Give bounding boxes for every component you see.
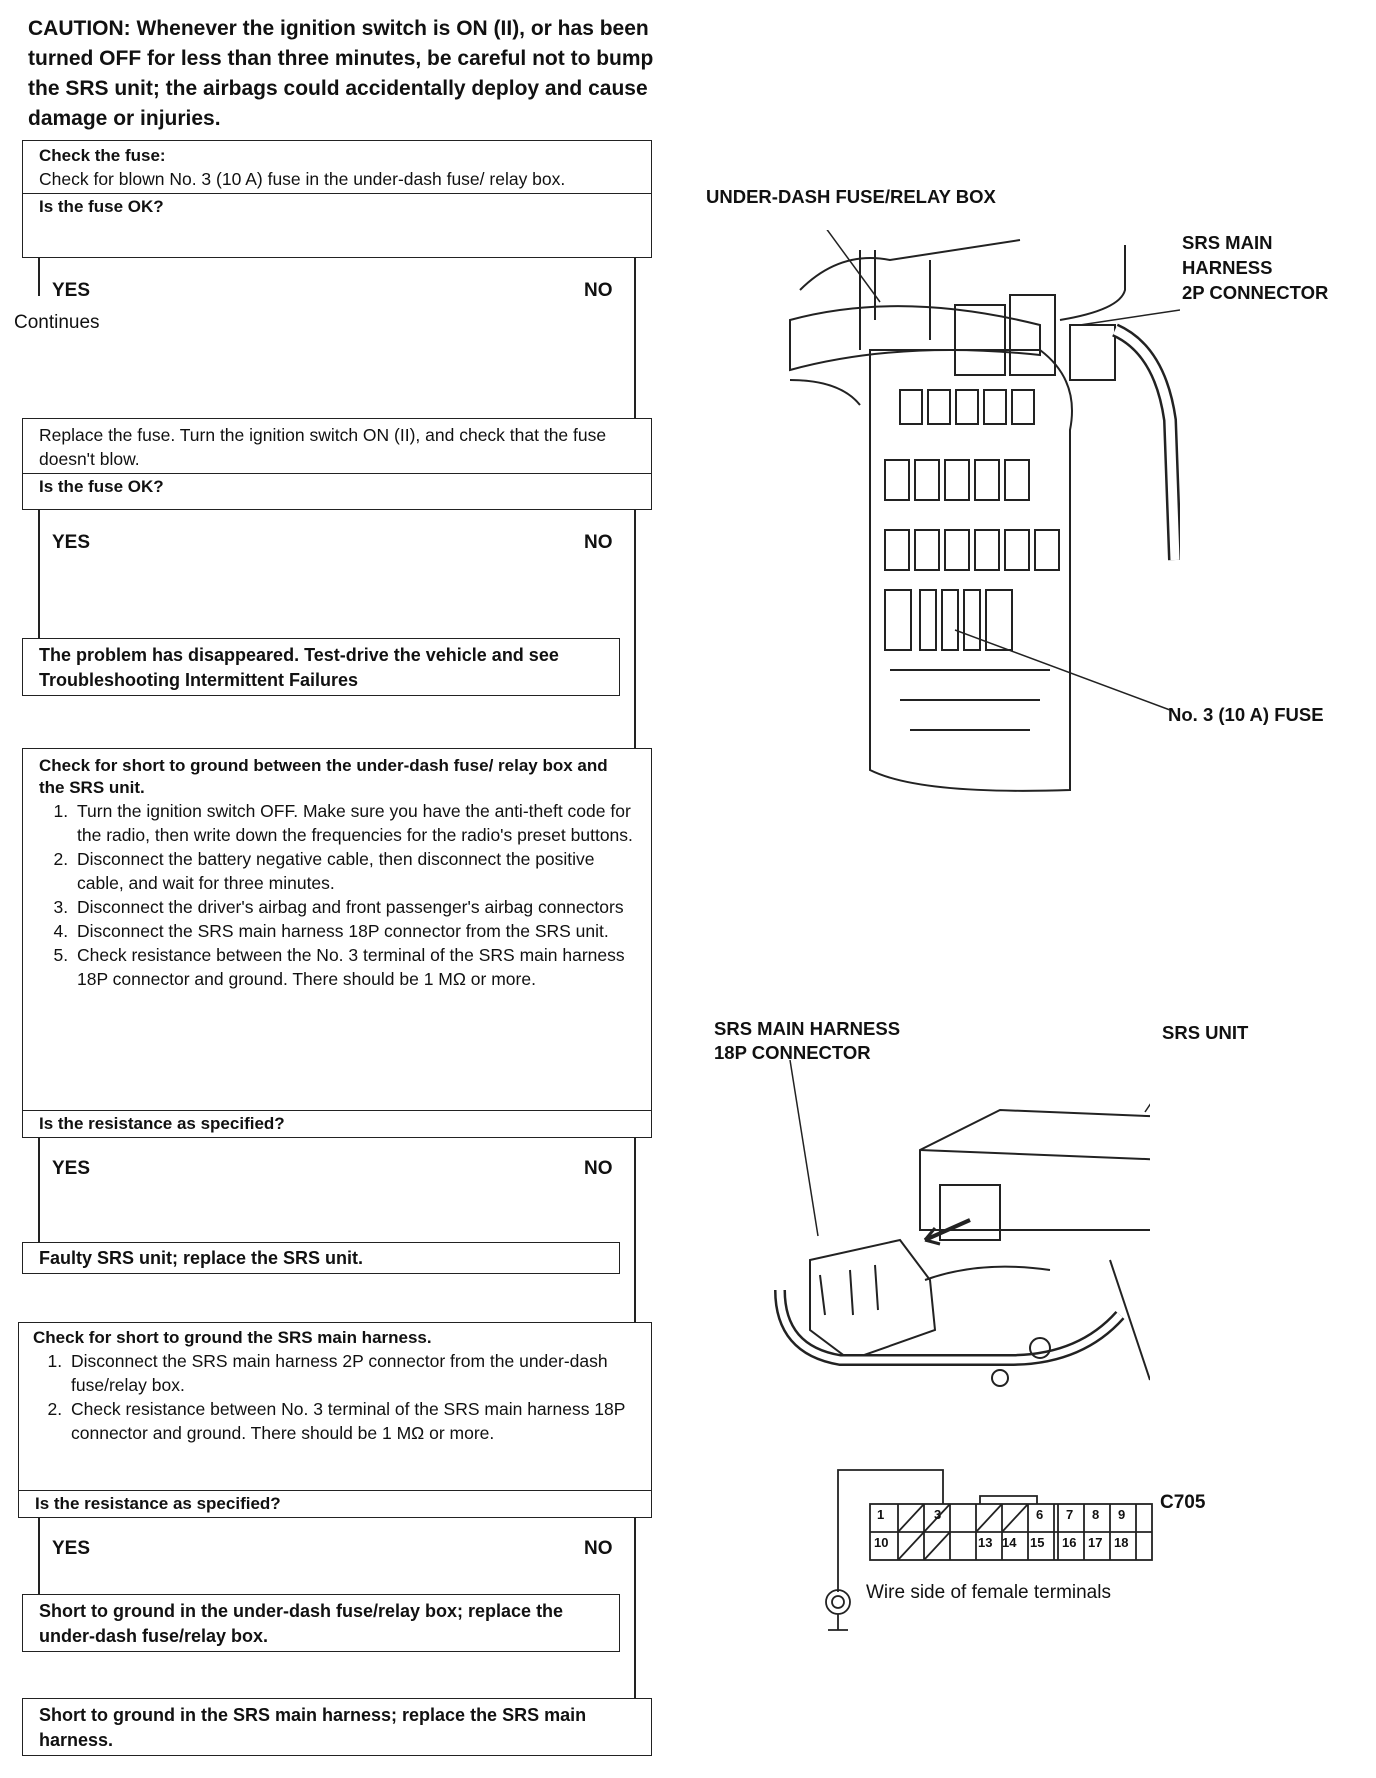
step1-heading: Check the fuse:	[39, 146, 166, 165]
step3-result: Faulty SRS unit; replace the SRS unit.	[22, 1242, 620, 1274]
step4-body: Disconnect the SRS main harness 2P conne…	[19, 1349, 651, 1447]
connector-pin-17: 17	[1088, 1535, 1103, 1550]
flow-line-yes3	[38, 1136, 40, 1242]
step3-item: Turn the ignition switch OFF. Make sure …	[73, 799, 635, 847]
connector-c705-diagram	[825, 1469, 1153, 1631]
step2-body: Replace the fuse. Turn the ignition swit…	[39, 425, 607, 469]
fig1-label-fuse: No. 3 (10 A) FUSE	[1168, 704, 1324, 725]
step3-no: NO	[584, 1158, 613, 1179]
step2-box: Replace the fuse. Turn the ignition swit…	[22, 418, 652, 510]
fig1-label-harness-2: HARNESS	[1182, 257, 1273, 278]
fig2-label-conn-2: 18P CONNECTOR	[714, 1042, 871, 1063]
fuse-row-2	[884, 459, 1030, 501]
step3-item: Disconnect the driver's airbag and front…	[73, 895, 635, 919]
step3-item: Check resistance between the No. 3 termi…	[73, 943, 635, 991]
connector-pin-18: 18	[1114, 1535, 1129, 1550]
step3-item: Disconnect the battery negative cable, t…	[73, 847, 635, 895]
flow-line-yes2	[38, 508, 40, 638]
continues-text: Continues	[14, 312, 100, 333]
step4-question: Is the resistance as specified?	[19, 1490, 651, 1517]
step3-body: Turn the ignition switch OFF. Make sure …	[23, 799, 651, 993]
fig1-label-harness-1: SRS MAIN	[1182, 232, 1273, 253]
step4-no: NO	[584, 1538, 613, 1559]
step3-list: Turn the ignition switch OFF. Make sure …	[39, 799, 635, 991]
step2-question: Is the fuse OK?	[23, 473, 651, 500]
step1-box: Check the fuse: Check for blown No. 3 (1…	[22, 140, 652, 258]
step2-result: The problem has disappeared. Test-drive …	[22, 638, 620, 696]
step4-heading: Check for short to ground the SRS main h…	[33, 1328, 432, 1347]
step3-question: Is the resistance as specified?	[23, 1110, 651, 1137]
step4-result-yes: Short to ground in the under-dash fuse/r…	[22, 1594, 620, 1652]
step3-yes: YES	[52, 1158, 91, 1179]
connector-pin-16: 16	[1062, 1535, 1077, 1550]
step1-question: Is the fuse OK?	[23, 193, 651, 220]
ground-icon	[825, 1589, 851, 1615]
step4-result-no: Short to ground in the SRS main harness;…	[22, 1698, 652, 1756]
connector-pin-3: 3	[934, 1507, 942, 1522]
step1-yes: YES	[52, 280, 91, 301]
fig1-label-fusebox: UNDER-DASH FUSE/RELAY BOX	[706, 186, 996, 207]
step2-no: NO	[584, 532, 613, 553]
step3-heading: Check for short to ground between the un…	[39, 756, 608, 797]
connector-pin-15: 15	[1030, 1535, 1045, 1550]
fig1-label-harness-3: 2P CONNECTOR	[1182, 282, 1329, 303]
step4-yes: YES	[52, 1538, 91, 1559]
flow-line-yes1	[38, 258, 40, 296]
fuse-row-1	[899, 389, 1035, 425]
step4-item: Check resistance between No. 3 terminal …	[67, 1397, 635, 1445]
step1-body: Check for blown No. 3 (10 A) fuse in the…	[39, 169, 566, 189]
fuse-row-4	[884, 589, 1013, 651]
connector-pin-13: 13	[978, 1535, 993, 1550]
connector-caption: Wire side of female terminals	[866, 1582, 1111, 1603]
caution-text: CAUTION: Whenever the ignition switch is…	[28, 17, 654, 130]
fig2-label-unit: SRS UNIT	[1162, 1022, 1249, 1043]
connector-pin-1: 1	[877, 1507, 885, 1522]
step4-box: Check for short to ground the SRS main h…	[18, 1322, 652, 1518]
step2-yes: YES	[52, 532, 91, 553]
connector-pin-7: 7	[1066, 1507, 1074, 1522]
step3-box: Check for short to ground between the un…	[22, 748, 652, 1138]
connector-pin-9: 9	[1118, 1507, 1126, 1522]
connector-pin-6: 6	[1036, 1507, 1044, 1522]
connector-pin-14: 14	[1002, 1535, 1017, 1550]
step4-list: Disconnect the SRS main harness 2P conne…	[33, 1349, 635, 1445]
srs-unit-illustration	[774, 1060, 1150, 1387]
step4-item: Disconnect the SRS main harness 2P conne…	[67, 1349, 635, 1397]
connector-pin-8: 8	[1092, 1507, 1100, 1522]
fig2-label-conn-1: SRS MAIN HARNESS	[714, 1018, 901, 1039]
connector-id: C705	[1160, 1492, 1206, 1513]
step3-item: Disconnect the SRS main harness 18P conn…	[73, 919, 635, 943]
fuse-row-3	[884, 529, 1060, 571]
flow-line-yes4	[38, 1518, 40, 1594]
connector-pin-10: 10	[874, 1535, 889, 1550]
fusebox-illustration	[789, 230, 1180, 792]
step1-no: NO	[584, 280, 613, 301]
